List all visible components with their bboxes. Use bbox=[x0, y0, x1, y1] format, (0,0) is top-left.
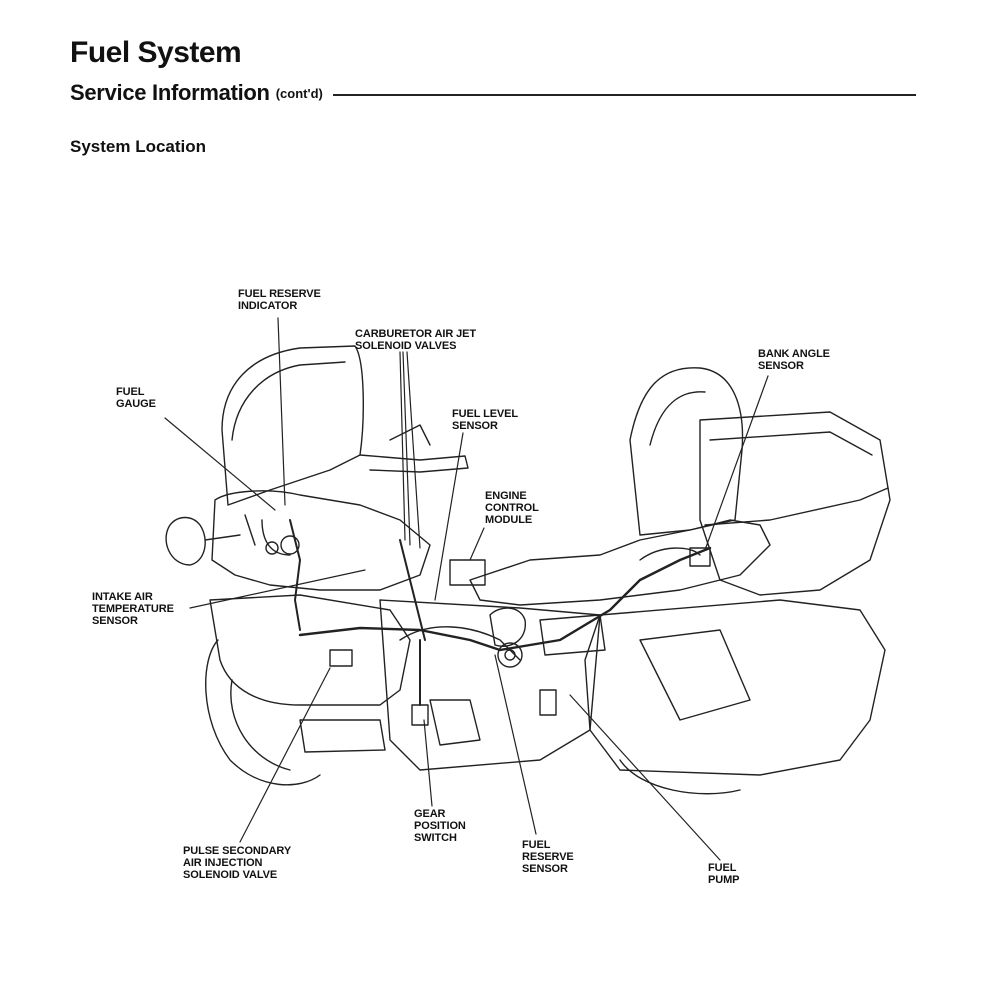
windshield bbox=[221, 345, 364, 506]
mirror bbox=[165, 516, 206, 566]
label-engine-control-module: ENGINE CONTROL MODULE bbox=[485, 490, 539, 526]
header-rule bbox=[332, 94, 916, 96]
label-bank-angle-sensor: BANK ANGLE SENSOR bbox=[758, 348, 830, 372]
engine-control-module-box bbox=[449, 559, 486, 586]
label-intake-air-temperature-sensor: INTAKE AIR TEMPERATURE SENSOR bbox=[92, 591, 174, 627]
label-gear-position-switch: GEAR POSITION SWITCH bbox=[414, 808, 466, 844]
seat bbox=[469, 519, 771, 606]
label-fuel-gauge: FUEL GAUGE bbox=[116, 386, 156, 410]
label-fuel-reserve-indicator: FUEL RESERVE INDICATOR bbox=[238, 288, 321, 312]
label-fuel-level-sensor: FUEL LEVEL SENSOR bbox=[452, 408, 519, 432]
fairing bbox=[211, 490, 431, 591]
label-fuel-pump: FUEL PUMP bbox=[708, 862, 740, 886]
subtitle-row: Service Information (cont'd) bbox=[70, 80, 916, 106]
page-subtitle: Service Information bbox=[70, 80, 270, 105]
label-carburetor-air-jet-solenoid-valves: CARBURETOR AIR JET SOLENOID VALVES bbox=[355, 328, 477, 352]
label-fuel-reserve-sensor: FUEL RESERVE SENSOR bbox=[522, 839, 574, 875]
handlebar bbox=[359, 454, 469, 473]
callout-leaders bbox=[164, 317, 769, 861]
section-heading: System Location bbox=[70, 137, 207, 156]
saddlebag bbox=[584, 599, 886, 776]
label-pulse-secondary-air-injection-solenoid-valve: PULSE SECONDARY AIR INJECTION SOLENOID V… bbox=[183, 845, 292, 881]
backrest bbox=[629, 367, 744, 536]
page-title: Fuel System bbox=[70, 36, 242, 69]
front-fairing bbox=[209, 594, 411, 706]
lower-body bbox=[379, 599, 601, 771]
continued-note: (cont'd) bbox=[275, 85, 323, 101]
